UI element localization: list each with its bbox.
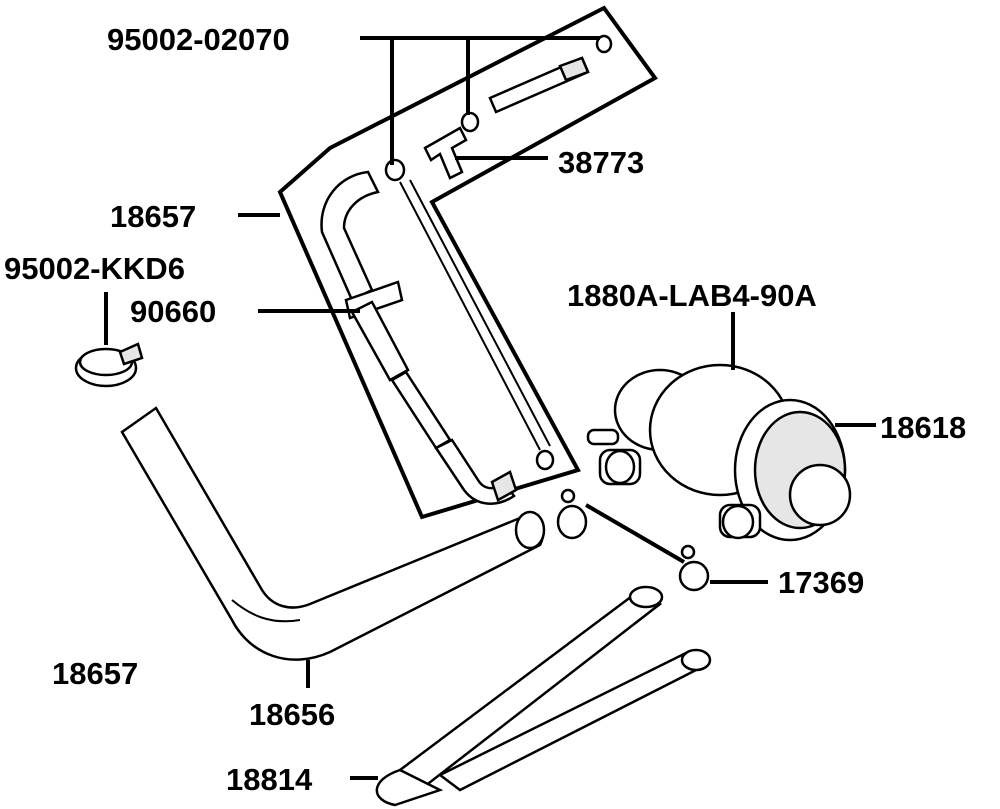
label-90660: 90660 — [130, 294, 216, 329]
tube-straight-part[interactable] — [488, 56, 590, 114]
clip-17369-part[interactable] — [556, 488, 710, 592]
kit-thin-hose — [399, 179, 551, 451]
hose-clamp-icon[interactable] — [74, 342, 144, 388]
label-17369: 17369 — [778, 565, 864, 600]
air-valve-icon[interactable] — [586, 363, 852, 542]
label-95002-02070: 95002-02070 — [107, 22, 290, 57]
label-95002-kkd6: 95002-KKD6 — [4, 251, 185, 286]
pipe-18814-part[interactable] — [375, 585, 712, 807]
hose-18656-part[interactable] — [120, 406, 546, 661]
leader-lines — [104, 36, 876, 780]
label-38773: 38773 — [558, 145, 644, 180]
spring-clip-icon[interactable] — [384, 34, 613, 471]
label-18657-kit: 18657 — [110, 199, 196, 234]
label-18657: 18657 — [52, 656, 138, 691]
label-1880a-lab4-90a: 1880A-LAB4-90A — [567, 278, 817, 313]
kit-hose-part[interactable] — [320, 170, 518, 505]
label-18814: 18814 — [226, 762, 313, 797]
label-18618: 18618 — [880, 410, 966, 445]
label-18656: 18656 — [249, 697, 335, 732]
tee-38773-part[interactable] — [423, 126, 468, 180]
